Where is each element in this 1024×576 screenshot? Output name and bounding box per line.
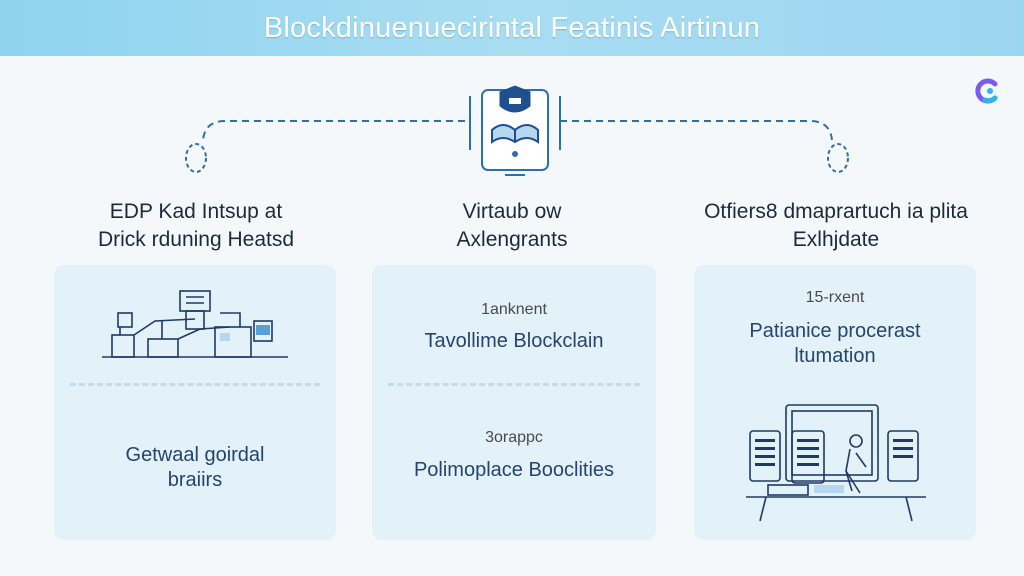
panel-3-top-big-line2: ltumation (794, 345, 876, 367)
page-title: Blockdinuenuecirintal Featinis Airtinun (263, 11, 761, 44)
panel-2: 1anknent Tavollime Blockclain 3orappc Po… (372, 265, 656, 540)
panel-2-bottom-small: 3orappc (485, 429, 543, 446)
panel-1-bottom-label: Getwaal goirdal braiirs (54, 443, 336, 493)
column-heading-2-line2: Axlengrants (456, 228, 568, 251)
server-rack-worker-icon (746, 404, 926, 522)
column-heading-3-line2: Exlhjdate (792, 228, 880, 251)
column-heading-1-line1: EDP Kad Intsup at (109, 200, 283, 223)
column-heading-3-line1: Otfiers8 dmaprartuch ia plita (704, 200, 968, 223)
column-heading-1: EDP Kad Intsup at Drick rduning Heatsd (36, 198, 356, 254)
column-heading-2-line1: Virtaub ow (462, 200, 562, 223)
left-node-icon (185, 143, 207, 173)
panel-2-top-big: Tavollime Blockclain (424, 330, 604, 352)
panel-3: 15-rxent Patianice procerast ltumation (694, 265, 976, 540)
panel-1-bottom-line1: Getwaal goirdal (125, 444, 265, 466)
column-heading-2: Virtaub ow Axlengrants (352, 198, 672, 254)
panel-2-bottom-big: Polimoplace Booclities (413, 459, 615, 481)
column-heading-1-line2: Drick rduning Heatsd (97, 228, 295, 251)
panel-divider (388, 383, 640, 386)
panel-3-top-big-line1: Patianice procerast (749, 320, 921, 342)
panel-divider (70, 383, 320, 386)
panel-1-bottom-line2: braiirs (167, 469, 223, 491)
connector-lines (202, 120, 833, 141)
column-heading-3: Otfiers8 dmaprartuch ia plita Exlhjdate (676, 198, 996, 254)
panel-3-top-small: 15-rxent (805, 289, 865, 306)
title-banner: Blockdinuenuecirintal Featinis Airtinun (0, 0, 1024, 56)
panel-2-top-small: 1anknent (481, 301, 547, 318)
right-node-icon (827, 143, 849, 173)
panel-3-top-big: Patianice procerast ltumation (694, 319, 976, 369)
c-logo-icon[interactable] (974, 76, 1004, 106)
panel-1: Getwaal goirdal braiirs (54, 265, 336, 540)
shield-book-icon (469, 85, 561, 176)
factory-network-icon (102, 290, 288, 358)
